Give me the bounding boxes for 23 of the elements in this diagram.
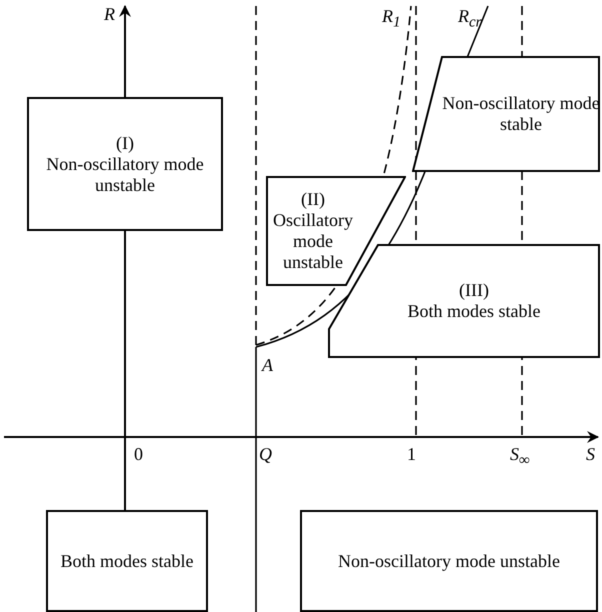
tick-label: Q xyxy=(259,444,272,464)
region-label: Oscillatory mode unstable xyxy=(272,210,354,273)
region-label: Both modes stable xyxy=(408,301,540,322)
region-box xyxy=(27,97,223,231)
curve-label: R$_{1}$ xyxy=(382,6,400,33)
point-label: A xyxy=(262,355,273,375)
region-label: Non-oscillatory mode unstable xyxy=(45,154,205,196)
axis-label: R xyxy=(104,4,115,24)
tick-label: 1 xyxy=(407,444,416,464)
tick-label: 0 xyxy=(134,444,143,464)
tick-label: S$_{∞}$ xyxy=(510,444,530,471)
region-box xyxy=(46,510,208,612)
region-number: (III) xyxy=(459,280,489,301)
region-label: Non-oscillatory mode stable xyxy=(442,93,600,135)
region-box xyxy=(266,176,406,286)
region-number: (I) xyxy=(116,132,134,154)
curve-label: R$_{cr}$ xyxy=(458,6,482,33)
region-number: (II) xyxy=(301,189,325,210)
region-box xyxy=(300,510,598,612)
region-label: Non-oscillatory mode unstable xyxy=(338,550,560,572)
region-box xyxy=(412,56,600,172)
axis-label: S xyxy=(586,444,595,464)
region-label: Both modes stable xyxy=(60,550,194,572)
